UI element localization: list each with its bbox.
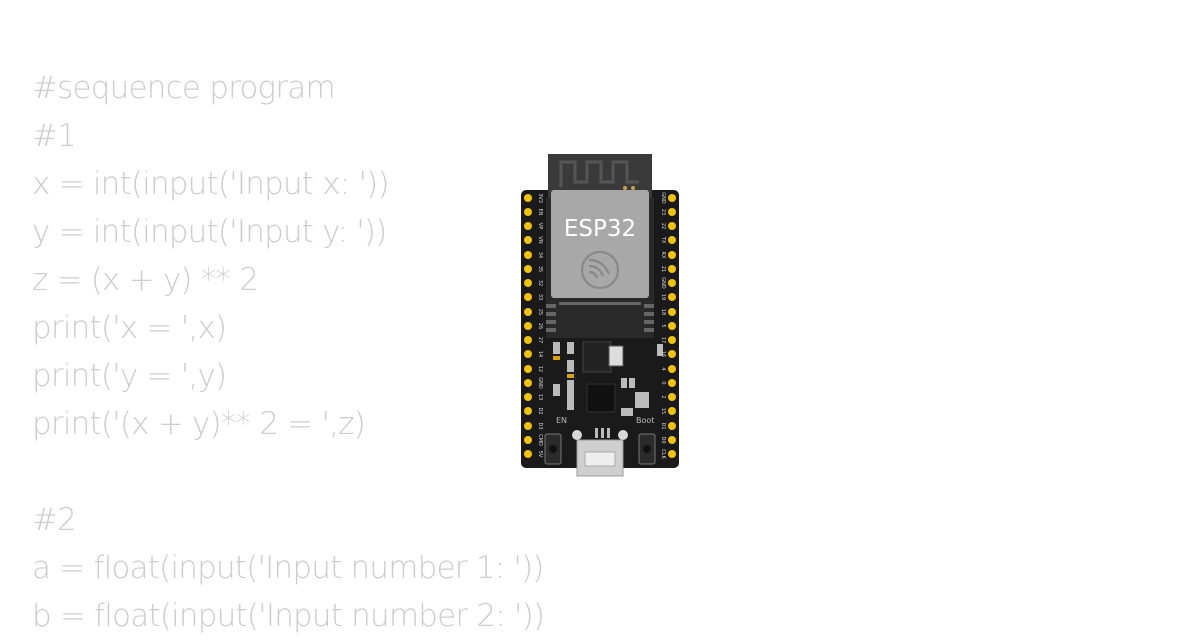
pin-label-left: 14 xyxy=(537,351,543,357)
pin-label-right: 15 xyxy=(660,408,666,414)
code-line: print('(x + y)** 2 = ',z) xyxy=(32,406,366,442)
usb-uart-chip xyxy=(586,383,616,413)
pin-label-right: 0 xyxy=(660,381,666,384)
pin-label-right: 5 xyxy=(660,324,666,327)
pin-label-right: 2 xyxy=(660,395,666,398)
pin-label-left: 5V xyxy=(537,451,543,458)
pin-label-left: D3 xyxy=(537,422,543,429)
esp32-board-image: ESP32 xyxy=(519,152,681,478)
pin-label-left: 12 xyxy=(537,366,543,372)
pin-label-left: VN xyxy=(537,236,543,243)
code-line xyxy=(32,448,544,496)
pin-label-left: 34 xyxy=(537,252,543,258)
pin-label-left: 13 xyxy=(537,394,543,400)
en-button-label: EN xyxy=(556,416,567,425)
pin-label-right: 18 xyxy=(660,309,666,315)
pin-label-right: GND xyxy=(660,277,666,289)
code-line: #sequence program xyxy=(32,70,336,106)
pin-label-right: CLK xyxy=(660,449,666,459)
pin-label-right: GND xyxy=(660,192,666,204)
code-listing: #sequence program #1 x = int(input('Inpu… xyxy=(32,64,545,640)
pin-label-right: D0 xyxy=(660,436,666,443)
pin-label-left: 35 xyxy=(537,266,543,272)
code-line: y = int(input('Input y: ')) xyxy=(32,214,387,250)
pin-label-left: 27 xyxy=(537,337,543,343)
boot-button[interactable] xyxy=(638,433,656,465)
pin-label-left: 33 xyxy=(537,294,543,300)
pin-label-right: 21 xyxy=(660,266,666,272)
pin-label-right: 16 xyxy=(660,351,666,357)
pin-label-left: 3V3 xyxy=(537,193,543,203)
pin-label-right: 22 xyxy=(660,223,666,229)
espressif-logo-icon xyxy=(580,250,620,290)
micro-usb-port xyxy=(572,430,628,477)
en-button[interactable] xyxy=(544,433,562,465)
pin-label-left: 26 xyxy=(537,323,543,329)
code-line: b = float(input('Input number 2: ')) xyxy=(32,598,545,634)
pin-label-right: TX xyxy=(660,236,666,244)
pin-label-right: 4 xyxy=(660,367,666,370)
pin-label-right: D1 xyxy=(660,422,666,429)
right-pin-header xyxy=(668,194,676,458)
code-line: print('x = ',x) xyxy=(32,310,227,346)
pin-label-left: 25 xyxy=(537,309,543,315)
pin-label-left: D2 xyxy=(537,407,543,414)
voltage-regulator xyxy=(582,341,612,373)
boot-button-label: Boot xyxy=(636,416,654,425)
pin-label-right: RX xyxy=(660,252,666,259)
left-pin-header xyxy=(524,194,532,458)
pin-label-left: CMD xyxy=(537,434,543,446)
pin-label-left: GND xyxy=(537,377,543,389)
pin-label-left: 32 xyxy=(537,280,543,286)
pin-label-right: 19 xyxy=(660,294,666,300)
code-line: z = (x + y) ** 2 xyxy=(32,262,259,298)
code-line: #2 xyxy=(32,502,77,538)
module-shield xyxy=(551,190,649,298)
chip-label: ESP32 xyxy=(564,216,636,242)
pin-label-right: 17 xyxy=(660,337,666,343)
pin-label-left: EN xyxy=(537,209,543,216)
code-line: a = float(input('Input number 1: ')) xyxy=(32,550,544,586)
pin-label-right: 23 xyxy=(660,209,666,215)
pin-label-left: VP xyxy=(537,223,543,229)
code-line: #1 xyxy=(32,118,77,154)
code-line: x = int(input('Input x: ')) xyxy=(32,166,390,202)
code-line: print('y = ',y) xyxy=(32,358,227,394)
